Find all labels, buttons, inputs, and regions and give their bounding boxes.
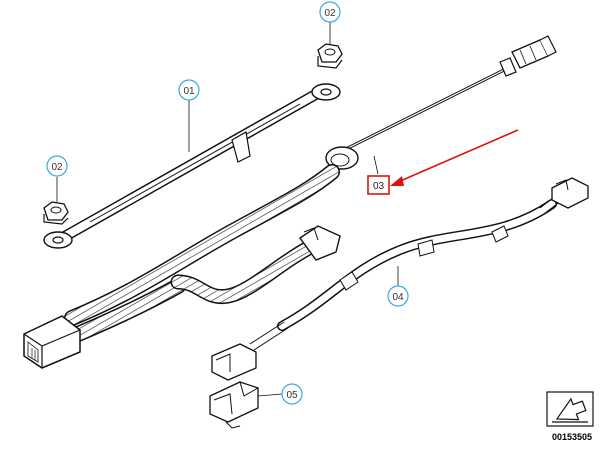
svg-text:05: 05: [286, 390, 298, 401]
hex-nut-left: [43, 201, 69, 225]
wire-clip: [209, 381, 259, 429]
sheathed-cable: [211, 177, 589, 381]
svg-text:03: 03: [373, 181, 385, 192]
ground-strap-cable: [43, 83, 341, 249]
callout-01-top: 02: [319, 1, 341, 23]
document-number: 00153505: [552, 432, 592, 442]
arrow-box-icon: [546, 391, 594, 427]
hex-nut-top: [317, 43, 343, 69]
callout-04: 04: [387, 285, 409, 307]
callout-02-left: 02: [46, 155, 68, 177]
svg-text:02: 02: [324, 8, 336, 19]
svg-text:02: 02: [51, 162, 63, 173]
callout-01: 01: [178, 79, 200, 101]
callout-05: 05: [281, 383, 303, 405]
highlight-arrow: [390, 129, 519, 186]
svg-text:04: 04: [392, 292, 404, 303]
block-connector: [23, 315, 81, 369]
corrugated-harness: [64, 164, 341, 342]
callout-03-highlighted: 03: [367, 175, 390, 195]
sensor-wire: [325, 35, 557, 170]
svg-text:01: 01: [183, 86, 195, 97]
leader-lines: [56, 22, 399, 397]
